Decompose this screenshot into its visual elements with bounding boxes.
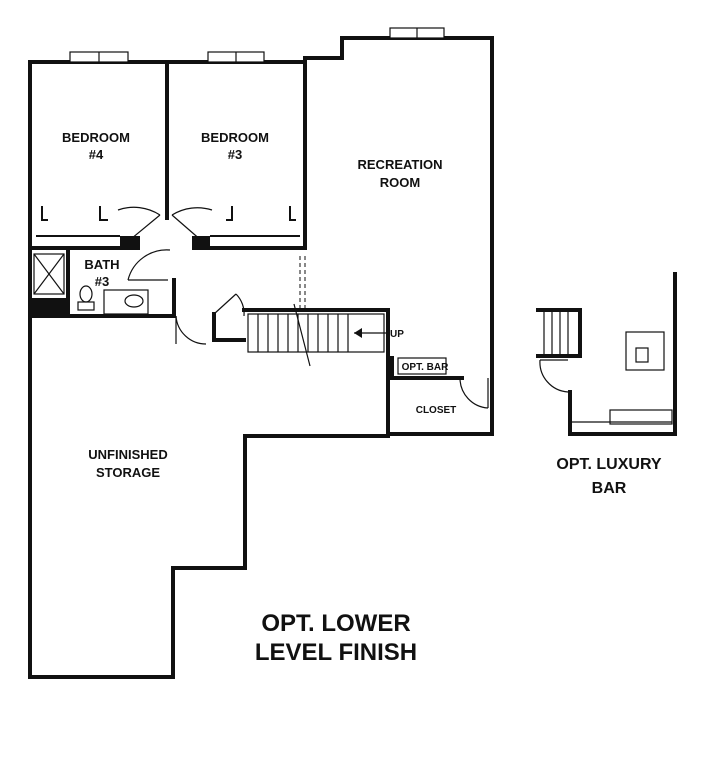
- wall-wedges: [30, 236, 394, 378]
- bath3-label-line1: BATH: [84, 257, 119, 272]
- stairs: [247, 256, 386, 367]
- plan-title-line2: LEVEL FINISH: [255, 639, 417, 666]
- luxury-bar-plan: [536, 272, 677, 436]
- bedroom4-label-line1: BEDROOM: [62, 130, 130, 145]
- luxury-bar-label-line2: BAR: [592, 480, 627, 497]
- recreation-room-label-line2: ROOM: [380, 175, 420, 190]
- vanity: [103, 289, 149, 315]
- bar-counter: [609, 409, 673, 425]
- closet-label: CLOSET: [416, 405, 457, 416]
- interior-walls: [28, 60, 464, 436]
- luxury-bar-label-line1: OPT. LUXURY: [556, 456, 662, 473]
- bar-island: [625, 331, 665, 371]
- opt-bar-counter: [397, 357, 447, 375]
- shower-stall: [33, 253, 65, 295]
- stairs-up-label: UP: [390, 329, 404, 340]
- bar-sink: [635, 347, 649, 363]
- storage-label-line1: UNFINISHED: [88, 447, 167, 462]
- bath-fixtures: [33, 253, 149, 315]
- plan-title-line1: OPT. LOWER: [261, 610, 410, 637]
- storage-label-line2: STORAGE: [96, 465, 160, 480]
- bedroom3-label-line2: #3: [228, 147, 242, 162]
- toilet: [79, 285, 93, 303]
- bedroom4-label-line2: #4: [89, 147, 104, 162]
- sink: [124, 294, 144, 308]
- bath3-label-line2: #3: [95, 274, 109, 289]
- windows: [69, 27, 445, 63]
- bedroom3-label-line1: BEDROOM: [201, 130, 269, 145]
- opt-bar-label: OPT. BAR: [402, 362, 449, 373]
- recreation-room-label-line1: RECREATION: [358, 157, 443, 172]
